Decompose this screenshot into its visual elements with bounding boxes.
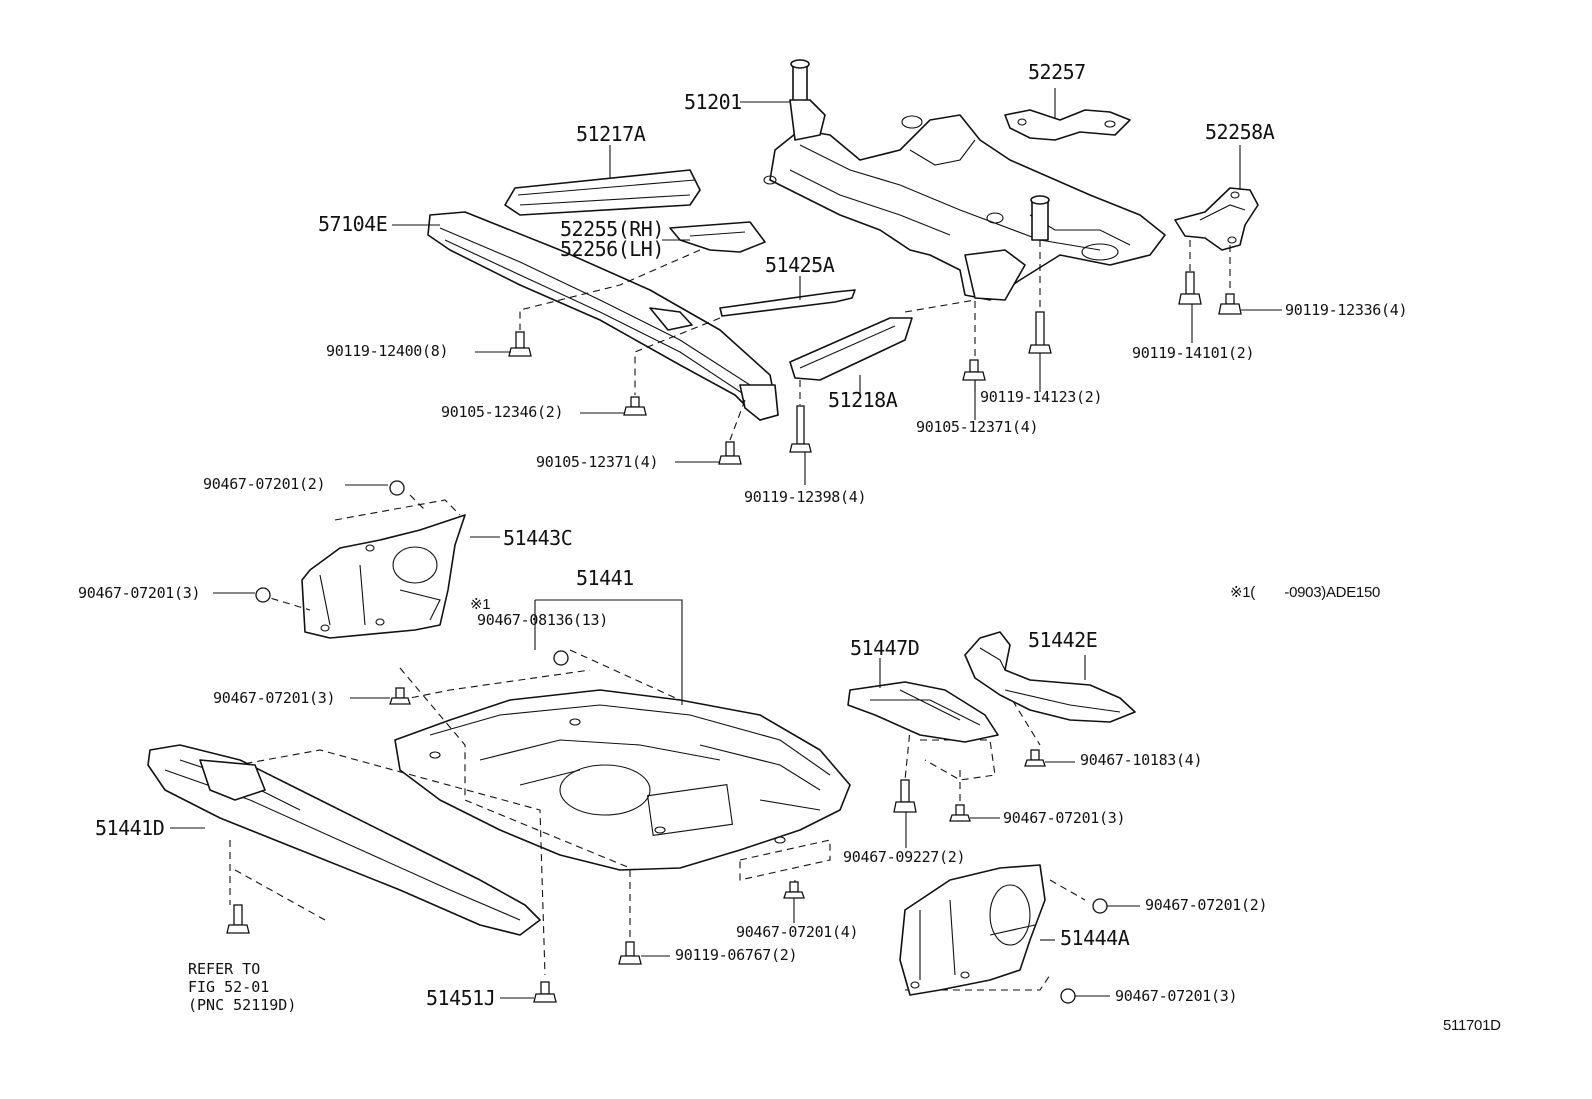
bracket-52257 <box>1004 109 1131 141</box>
label-90467-08136: 90467-08136(13) <box>477 611 608 629</box>
label-90467-07201-3c: 90467-07201(3) <box>1003 809 1126 827</box>
label-90119-14123: 90119-14123(2) <box>980 388 1103 406</box>
label-note-1: ※1 <box>470 596 491 613</box>
label-51217A: 51217A <box>576 122 646 146</box>
label-51447D: 51447D <box>850 636 920 660</box>
spoiler-51441D <box>147 744 541 936</box>
cover-51447D <box>847 681 999 743</box>
label-90105-12371-right: 90105-12371(4) <box>916 418 1039 436</box>
label-90119-14101: 90119-14101(2) <box>1132 344 1255 362</box>
label-51443C: 51443C <box>503 526 573 550</box>
label-90467-07201-3a: 90467-07201(3) <box>78 584 201 602</box>
label-51441: 51441 <box>576 566 634 590</box>
label-90105-12371-left: 90105-12371(4) <box>536 453 659 471</box>
label-52256-lh: 52256(LH) <box>560 237 664 261</box>
label-90119-12400: 90119-12400(8) <box>326 342 449 360</box>
brace-51425A <box>719 289 856 317</box>
label-51201: 51201 <box>684 90 742 114</box>
crossmember-51201 <box>763 59 1166 301</box>
label-51441D: 51441D <box>95 816 165 840</box>
label-51442E: 51442E <box>1028 628 1098 652</box>
label-52257: 52257 <box>1028 60 1086 84</box>
member-57104E <box>427 211 779 421</box>
label-52255-rh: 52255(RH) <box>560 217 664 241</box>
label-90467-09227: 90467-09227(2) <box>843 848 966 866</box>
label-90467-07201-2a: 90467-07201(2) <box>203 475 326 493</box>
label-57104E: 57104E <box>318 212 388 236</box>
label-51425A: 51425A <box>765 253 835 277</box>
alignment-lines-upper <box>519 240 1231 441</box>
undercover-51441 <box>394 689 851 871</box>
rail-51218A <box>789 317 913 381</box>
cover-51443C <box>301 494 466 639</box>
bolts-upper <box>508 271 1242 465</box>
label-90467-07201-3b: 90467-07201(3) <box>213 689 336 707</box>
label-90467-07201-4: 90467-07201(4) <box>736 923 859 941</box>
label-51451J: 51451J <box>426 986 496 1010</box>
label-90119-12336: 90119-12336(4) <box>1285 301 1408 319</box>
label-90119-12398: 90119-12398(4) <box>744 488 867 506</box>
footnote-applicability: ※1( -0903)ADE150 <box>1230 584 1381 601</box>
label-90467-10183: 90467-10183(4) <box>1080 751 1203 769</box>
bracket-52258A <box>1174 187 1259 251</box>
figure-id: 511701D <box>1443 1017 1501 1034</box>
rail-51217A <box>504 169 701 216</box>
clips-lower <box>226 480 1108 1004</box>
label-90105-12346: 90105-12346(2) <box>441 403 564 421</box>
label-90119-06767: 90119-06767(2) <box>675 946 798 964</box>
alignment-lines-lower <box>209 594 1086 991</box>
refer-note: REFER TO FIG 52-01 (PNC 52119D) <box>188 960 297 1014</box>
label-90467-07201-2b: 90467-07201(2) <box>1145 896 1268 914</box>
leader-lines <box>170 88 1282 999</box>
plate-52255-52256 <box>669 221 766 253</box>
cover-51442E <box>964 631 1136 723</box>
label-51218A: 51218A <box>828 388 898 412</box>
cover-51444A <box>899 864 1046 996</box>
label-52258A: 52258A <box>1205 120 1275 144</box>
label-90467-07201-3d: 90467-07201(3) <box>1115 987 1238 1005</box>
label-51444A: 51444A <box>1060 926 1130 950</box>
